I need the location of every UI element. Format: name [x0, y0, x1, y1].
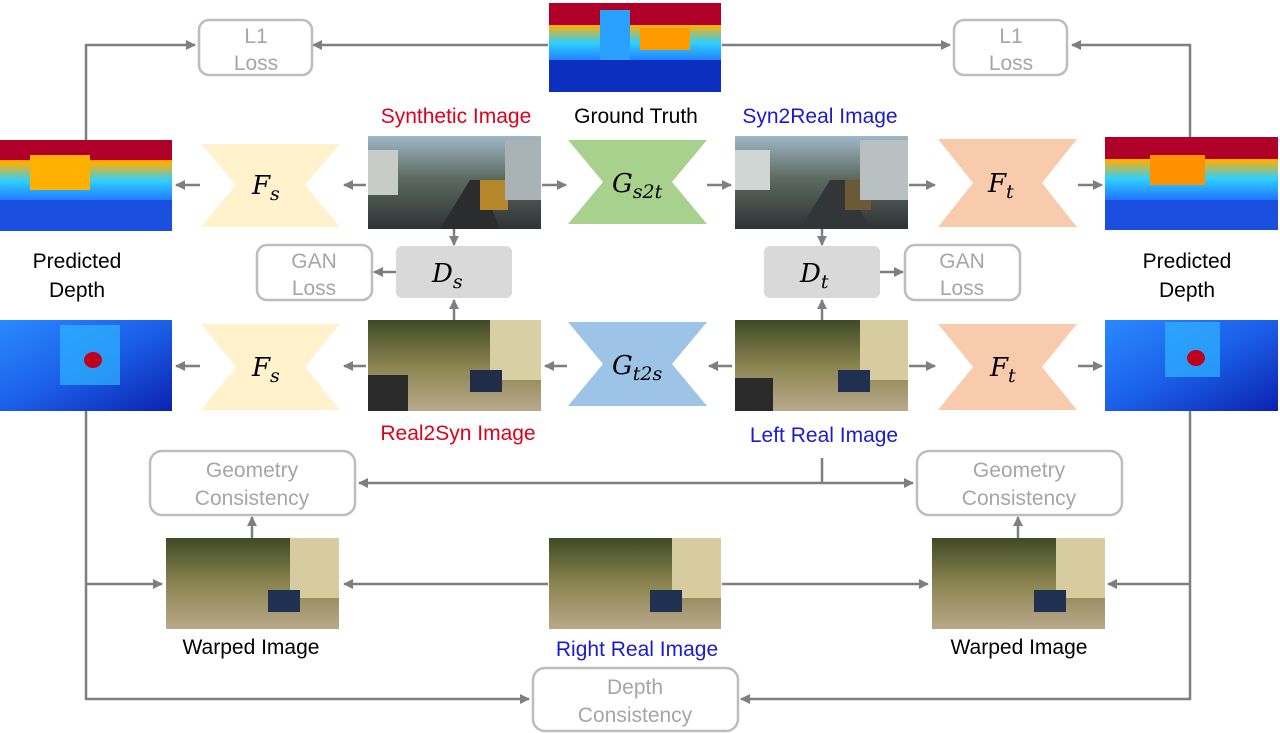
predicted-depth-left-label-line1: Predicted: [33, 250, 122, 273]
warped-image-right: [932, 538, 1105, 629]
svg-text:Gt2s: Gt2s: [612, 351, 663, 385]
svg-text:Consistency: Consistency: [578, 704, 693, 727]
svg-text:Dt: Dt: [799, 259, 829, 293]
l1-loss-right-box: L1 Loss: [952, 18, 1069, 77]
predicted-depth-right-label-line2: Depth: [1159, 279, 1215, 302]
right-real-image-label: Right Real Image: [556, 638, 718, 661]
svg-text:Ft: Ft: [987, 169, 1014, 203]
svg-text:Consistency: Consistency: [962, 487, 1077, 510]
network-fs-top: Fs: [201, 144, 340, 227]
network-ft-bottom: Ft: [938, 324, 1077, 410]
predicted-depth-right-label-line1: Predicted: [1143, 250, 1232, 273]
real2syn-image-label: Real2Syn Image: [380, 422, 535, 445]
ground-truth-label: Ground Truth: [574, 105, 698, 128]
l1-loss-left-box: L1 Loss: [197, 18, 314, 77]
discriminator-ds: Ds: [396, 246, 512, 298]
svg-text:Ft: Ft: [989, 353, 1016, 387]
svg-text:Loss: Loss: [234, 52, 278, 75]
svg-text:Fs: Fs: [251, 353, 280, 387]
gan-loss-left-box: GAN Loss: [255, 243, 374, 302]
network-fs-bottom: Fs: [201, 324, 340, 410]
synthetic-image: [368, 136, 541, 229]
real2syn-image: [368, 320, 541, 411]
svg-text:Geometry: Geometry: [206, 459, 299, 482]
svg-text:Fs: Fs: [251, 171, 280, 205]
svg-text:GAN: GAN: [939, 250, 985, 273]
predicted-depth-bottom-right-image: [1105, 320, 1278, 411]
svg-text:Gs2t: Gs2t: [612, 169, 663, 203]
network-g-s2t: Gs2t: [568, 140, 707, 224]
gan-loss-right-box: GAN Loss: [903, 243, 1022, 302]
predicted-depth-left-label-line2: Depth: [49, 279, 105, 302]
svg-text:Consistency: Consistency: [195, 487, 310, 510]
svg-text:Ds: Ds: [431, 259, 463, 293]
svg-text:Loss: Loss: [989, 52, 1033, 75]
geometry-consistency-left-box: Geometry Consistency: [148, 449, 357, 517]
warped-image-left-label: Warped Image: [183, 636, 320, 659]
geometry-consistency-right-box: Geometry Consistency: [915, 449, 1124, 517]
svg-text:Loss: Loss: [292, 277, 336, 300]
predicted-depth-bottom-left-image: [0, 320, 172, 411]
svg-text:Loss: Loss: [940, 277, 984, 300]
synthetic-image-label: Synthetic Image: [381, 105, 532, 128]
svg-text:Geometry: Geometry: [973, 459, 1066, 482]
right-real-image: [549, 538, 721, 629]
syn2real-image: [735, 136, 908, 229]
predicted-depth-top-left-image: [0, 140, 172, 231]
syn2real-image-label: Syn2Real Image: [742, 105, 897, 128]
svg-text:L1: L1: [999, 25, 1022, 48]
connector-lines: [84, 40, 1192, 704]
ground-truth-depth-image: [549, 3, 721, 92]
depth-consistency-box: Depth Consistency: [531, 666, 740, 733]
predicted-depth-top-right-image: [1105, 137, 1278, 230]
svg-text:L1: L1: [244, 25, 267, 48]
warped-image-right-label: Warped Image: [951, 636, 1088, 659]
svg-text:Depth: Depth: [607, 676, 663, 699]
warped-image-left: [166, 538, 339, 629]
left-real-image-label: Left Real Image: [750, 424, 898, 447]
network-g-t2s: Gt2s: [568, 322, 707, 406]
svg-text:GAN: GAN: [291, 250, 337, 273]
left-real-image: [735, 320, 908, 411]
discriminator-dt: Dt: [764, 246, 880, 298]
network-ft-top: Ft: [938, 139, 1077, 227]
